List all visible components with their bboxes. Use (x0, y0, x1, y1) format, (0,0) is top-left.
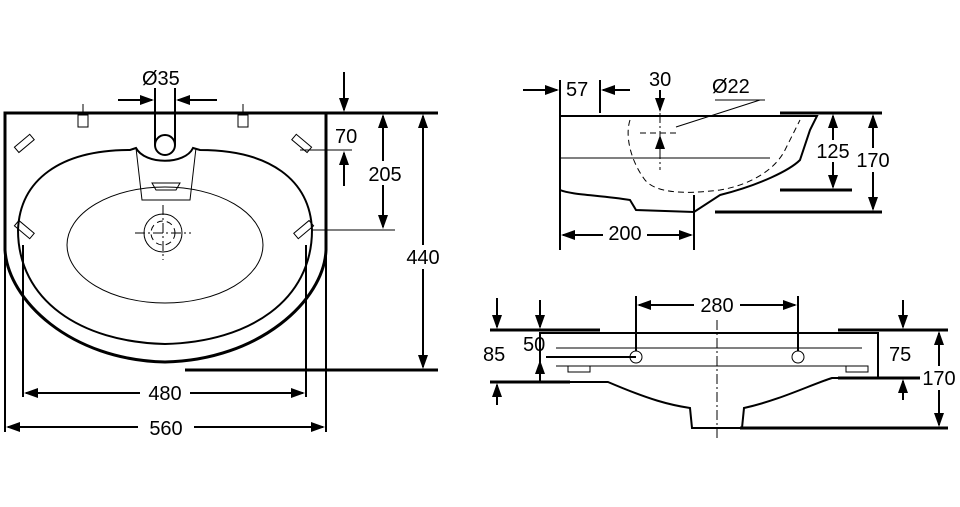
label-bg-125 (814, 140, 854, 162)
arrow-50-bottom (535, 360, 545, 374)
overflow-slot (151, 182, 181, 191)
dim-125: 125 (816, 141, 849, 163)
side-bowl-hidden (627, 119, 801, 193)
front-view: 280 85 50 75 170 (483, 293, 958, 440)
label-bg-170-side (856, 148, 892, 172)
arrow-50-top (535, 315, 545, 329)
arrow-70-bottom (339, 151, 349, 165)
arrow-85-bottom (492, 383, 502, 397)
arrow-560-left (6, 422, 20, 432)
arrow-30-top (655, 98, 665, 112)
arrow-280-left (637, 300, 651, 310)
arrow-70-top (339, 98, 349, 112)
dim-85: 85 (483, 344, 505, 366)
arrow-480-left (24, 388, 38, 398)
side-view: 57 30 Ø22 200 125 170 (523, 69, 892, 250)
tap-hole (154, 134, 176, 156)
side-profile (559, 113, 819, 214)
top-view: 560 480 440 205 70 Ø35 (3, 68, 444, 440)
arrow-35-left (140, 95, 154, 105)
arrow-440-bottom (418, 355, 428, 369)
arrow-205-bottom (378, 215, 388, 229)
front-profile (539, 332, 879, 429)
arrow-560-right (311, 422, 325, 432)
dim-75: 75 (889, 344, 911, 366)
dim-22: Ø22 (712, 76, 750, 98)
arrow-170-side-bottom (868, 197, 878, 211)
front-slot-right (845, 365, 869, 373)
arrow-170-side-top (868, 114, 878, 128)
dim-560: 560 (149, 418, 182, 440)
bowl-outline (66, 186, 264, 304)
arrow-280-right (783, 300, 797, 310)
label-bg-280 (694, 293, 740, 317)
dim-480: 480 (148, 383, 181, 405)
arrow-480-right (291, 388, 305, 398)
arrow-75-bottom (898, 379, 908, 393)
side-leader-22 (675, 99, 761, 128)
arrow-75-top (898, 315, 908, 329)
tap-deck (135, 147, 197, 201)
slot-top-left (13, 133, 35, 154)
dim-440: 440 (406, 247, 439, 269)
arrow-125-bottom (828, 175, 838, 189)
label-bg-170-front (920, 366, 958, 390)
dim-35: Ø35 (142, 68, 180, 90)
arrow-440-top (418, 114, 428, 128)
dim-280: 280 (700, 295, 733, 317)
dim-170-side: 170 (856, 150, 889, 172)
dim-70: 70 (335, 126, 357, 148)
arrow-35-right (176, 95, 190, 105)
label-bg-205 (362, 161, 406, 185)
arrow-85-top (492, 315, 502, 329)
slot-bottom-left (13, 219, 35, 240)
label-bg-480 (140, 381, 190, 405)
dim-50: 50 (523, 334, 545, 356)
arrow-200-left (561, 230, 575, 240)
arrow-170-front-bottom (934, 413, 944, 427)
arrow-57-left (545, 85, 559, 95)
arrow-200-right (679, 230, 693, 240)
dim-30: 30 (649, 69, 671, 91)
fixing-mark-left (77, 114, 89, 128)
arrow-125-top (828, 114, 838, 128)
dim-170-front: 170 (922, 368, 955, 390)
label-bg-560 (138, 415, 194, 439)
front-slot-left (567, 365, 591, 373)
arrow-205-top (378, 114, 388, 128)
dim-57: 57 (566, 79, 588, 101)
arrow-57-right (601, 85, 615, 95)
slot-bottom-right (293, 219, 315, 240)
dim-205: 205 (368, 164, 401, 186)
basin-rim-inner (16, 146, 314, 346)
basin-outline (3, 111, 328, 364)
arrow-170-front-top (934, 331, 944, 345)
label-bg-440 (402, 245, 444, 269)
front-hole-right (791, 350, 805, 364)
fixing-mark-right (237, 114, 249, 128)
arrow-30-bottom (655, 135, 665, 149)
label-bg-200 (603, 222, 647, 246)
dim-200: 200 (608, 223, 641, 245)
